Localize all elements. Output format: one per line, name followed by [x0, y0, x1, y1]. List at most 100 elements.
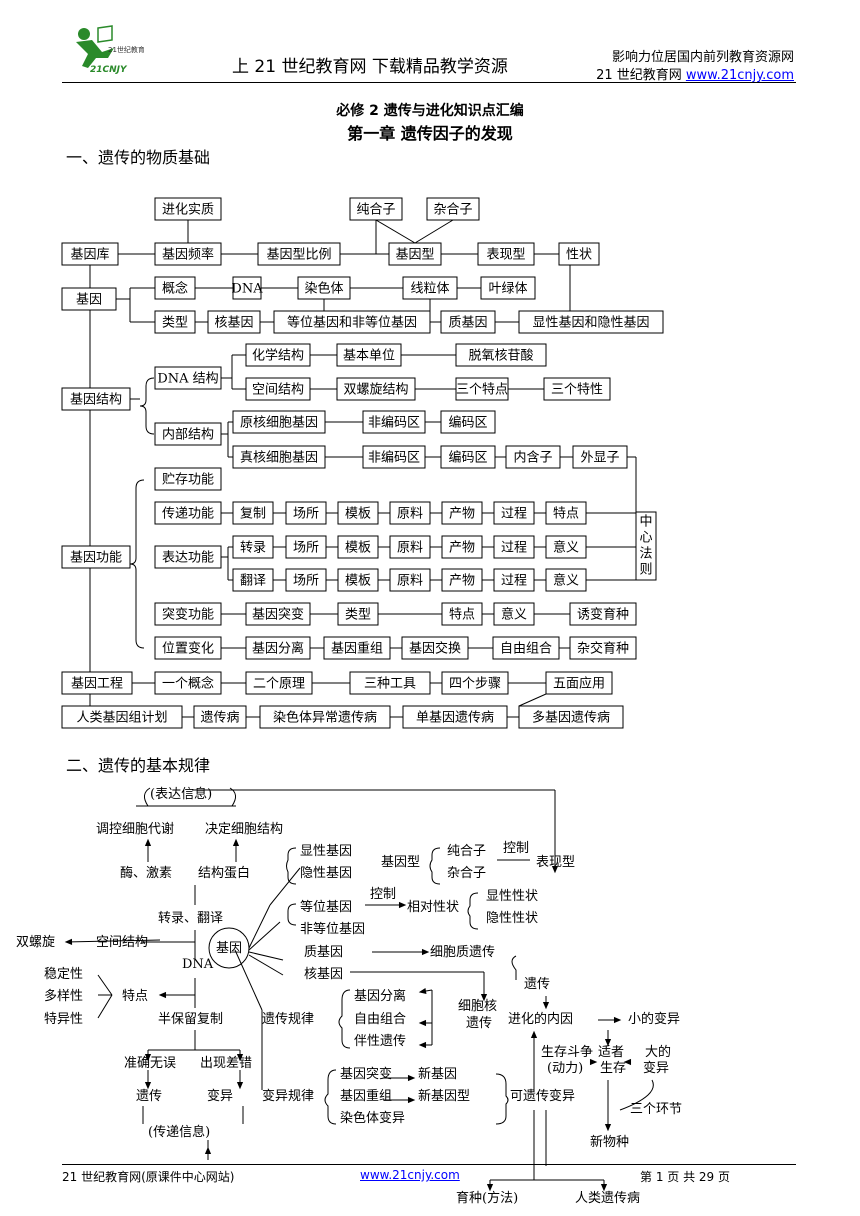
d2-xianxingxz: 显性性状	[486, 889, 538, 904]
footer-page: 第 1 页 共 29 页	[640, 1170, 730, 1184]
node-huaxue: 化学结构	[245, 343, 311, 367]
d2-bianyi: 变异	[207, 1088, 233, 1104]
d2-tiaokong: 调控细胞代谢	[96, 821, 174, 837]
node-label-jinhua: 进化实质	[162, 203, 214, 218]
header-site-link[interactable]: www.21cnjy.com	[685, 68, 794, 83]
node-fanyi: 翻译	[232, 568, 274, 592]
d2-fenli: 基因分离	[354, 988, 406, 1004]
doc-title: 必修 2 遗传与进化知识点汇编	[336, 103, 524, 119]
node-label-tuoyang: 脱氧核苷酸	[468, 349, 533, 364]
node-zuji: 人类基因组计划	[61, 705, 183, 729]
d2-xibaohe2: 遗传	[466, 1016, 492, 1031]
node-label-jiyinku: 基因库	[70, 247, 109, 263]
node-yuanliao: 原料	[389, 501, 431, 525]
d2-zhijiyin: 质基因	[304, 945, 343, 960]
node-duojiyin: 多基因遗传病	[518, 705, 624, 729]
node-feibian1: 非编码区	[362, 410, 426, 434]
node-changsuo-5: 场所	[285, 568, 327, 592]
node-label-yuanhe: 原核细胞基因	[240, 416, 318, 431]
node-label-zuji: 人类基因组计划	[76, 711, 167, 726]
node-label-sanzhong: 三种工具	[364, 677, 416, 692]
d2-sange: 三个环节	[630, 1102, 682, 1117]
node-yuanliao-7: 原料	[389, 568, 431, 592]
d2-kongzhi2: 控制	[370, 887, 396, 902]
node-label-waixian: 外显子	[580, 451, 619, 466]
node-label-yuanliao-7: 原料	[397, 574, 423, 589]
node-label-biaoda: 表达功能	[162, 551, 214, 566]
d2-jueding: 决定细胞结构	[205, 822, 283, 837]
node-label-changsuo-5: 场所	[293, 574, 319, 589]
node-tedian-11: 特点	[441, 602, 483, 626]
node-label-jiyinxing: 基因型	[395, 248, 434, 263]
node-label-yige: 一个概念	[162, 676, 214, 692]
node-label-ziyou: 自由组合	[500, 642, 552, 657]
node-xingzhuang: 性状	[558, 242, 600, 266]
node-label-erge: 二个原理	[253, 677, 305, 692]
node-label-bili: 基因型比例	[266, 248, 331, 263]
node-label-guocheng-9: 过程	[501, 574, 527, 589]
node-label-yiyi-10: 意义	[553, 573, 579, 589]
node-leixing2: 类型	[337, 602, 379, 626]
node-label-chanwu: 产物	[449, 507, 475, 522]
d2-hejiyin: 核基因	[304, 967, 343, 982]
node-label-yiyi: 意义	[553, 540, 579, 556]
footer-link[interactable]: www.21cnjy.com	[360, 1168, 460, 1182]
node-label-guocheng: 过程	[501, 507, 527, 522]
logo-subtext: 21CNJY	[90, 65, 128, 75]
d2-shizhe: 适者	[598, 1045, 624, 1060]
node-label-zhuanlu: 转录	[240, 541, 266, 556]
node-label-dengwei: 等位基因和非等位基因	[287, 315, 417, 331]
d2-shuangluoxuan: 双螺旋	[16, 935, 55, 950]
d2-yinxingxz: 隐性性状	[486, 911, 538, 926]
node-label-changsuo-0: 场所	[293, 541, 319, 556]
node-label-bianma1: 编码区	[448, 416, 487, 431]
footer-left: 21 世纪教育网(原课件中心网站)	[62, 1170, 235, 1184]
node-label-zhongxin-1: 心	[639, 531, 652, 546]
node-fenli: 基因分离	[245, 636, 311, 660]
d2-dengwei: 等位基因	[300, 899, 352, 915]
node-zhuanlu: 转录	[232, 535, 274, 559]
node-label-sange: 三个特点	[456, 383, 508, 398]
node-label-gongcheng: 基因工程	[71, 677, 123, 692]
d2-teyi: 特异性	[44, 1012, 83, 1027]
d2-bianyi2: 变异	[643, 1060, 669, 1076]
node-leixing: 类型	[154, 310, 196, 334]
node-label-jiyintubian: 基因突变	[252, 607, 304, 623]
d2-dongli: (动力)	[547, 1061, 583, 1076]
d2-xibaohe1: 细胞核	[458, 999, 497, 1014]
node-chanwu-8: 产物	[441, 568, 483, 592]
header-slogan: 影响力位居国内前列教育资源网	[611, 50, 794, 65]
node-chuandi: 传递功能	[154, 501, 222, 525]
node-label-sige: 四个步骤	[449, 677, 501, 692]
d2-zhuanlufanyi: 转录、翻译	[158, 911, 223, 926]
d2-xinjiyinxing: 新基因型	[418, 1088, 470, 1104]
node-xianli: 线粒体	[402, 276, 458, 300]
header-site-prefix: 21 世纪教育网	[596, 68, 686, 83]
node-tubian: 突变功能	[154, 602, 222, 626]
node-changsuo: 场所	[285, 501, 327, 525]
node-label-guocheng-4: 过程	[501, 541, 527, 556]
node-xianyin: 显性基因和隐性基因	[518, 310, 664, 334]
header-title: 上 21 世纪教育网 下载精品教学资源	[232, 57, 508, 77]
node-label-zhongxin-3: 则	[639, 563, 652, 578]
node-shuangluo: 双螺旋结构	[336, 377, 416, 401]
d2-bianyiguilv: 变异规律	[262, 1088, 314, 1104]
node-dnajiegou: DNA 结构	[154, 366, 222, 390]
node-fuzhi: 复制	[232, 501, 274, 525]
d2-jiyinchongzu: 基因重组	[340, 1088, 392, 1104]
node-label-neihan: 内含子	[513, 450, 552, 466]
node-gainian: 概念	[154, 276, 196, 300]
node-label-ranse: 染色体	[304, 281, 343, 297]
d2-kongjian: 空间结构	[96, 935, 148, 950]
node-feibian2: 非编码区	[362, 445, 426, 469]
node-label-youbian: 诱变育种	[577, 607, 629, 623]
d2-ziyou: 自由组合	[354, 1012, 406, 1027]
node-yiyi2: 意义	[493, 602, 535, 626]
node-pinlv: 基因频率	[154, 242, 222, 266]
d2-jiyintubian: 基因突变	[340, 1066, 392, 1082]
node-muban: 模板	[337, 501, 379, 525]
node-label-chuandi: 传递功能	[162, 507, 214, 522]
node-label-feibian2: 非编码区	[368, 451, 420, 466]
node-label-danjiyin: 单基因遗传病	[416, 711, 494, 726]
d2-yinxing: 隐性基因	[300, 866, 352, 881]
